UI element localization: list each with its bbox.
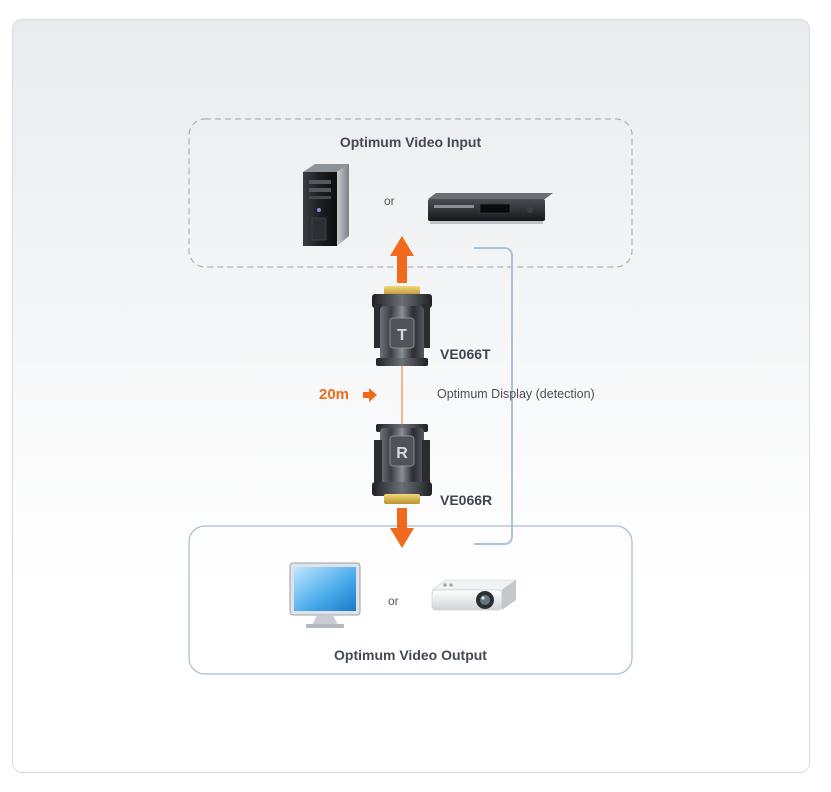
receiver-connector: R	[372, 424, 432, 504]
detection-line	[474, 247, 513, 545]
input-or-text: or	[384, 194, 395, 208]
detection-label: Optimum Display (detection)	[437, 387, 595, 401]
distance-arrow-icon	[363, 388, 377, 402]
media-player-icon	[428, 193, 553, 224]
input-box-title: Optimum Video Input	[339, 134, 482, 150]
diagram-card	[12, 19, 810, 773]
transmitter-connector: T	[372, 286, 432, 366]
projector-icon	[431, 579, 517, 611]
output-box	[188, 525, 633, 675]
up-arrow-icon	[390, 236, 414, 283]
transmitter-label: VE066T	[440, 346, 491, 362]
distance-label: 20m	[319, 386, 350, 403]
output-or-text: or	[388, 594, 399, 608]
desktop-tower-icon	[303, 164, 349, 246]
input-box	[188, 118, 633, 268]
receiver-label: VE066R	[440, 492, 493, 508]
output-box-title: Optimum Video Output	[334, 647, 487, 663]
transmitter-emblem: T	[397, 327, 407, 344]
receiver-emblem: R	[396, 445, 408, 462]
monitor-icon	[289, 562, 361, 628]
down-arrow-icon	[390, 508, 414, 548]
